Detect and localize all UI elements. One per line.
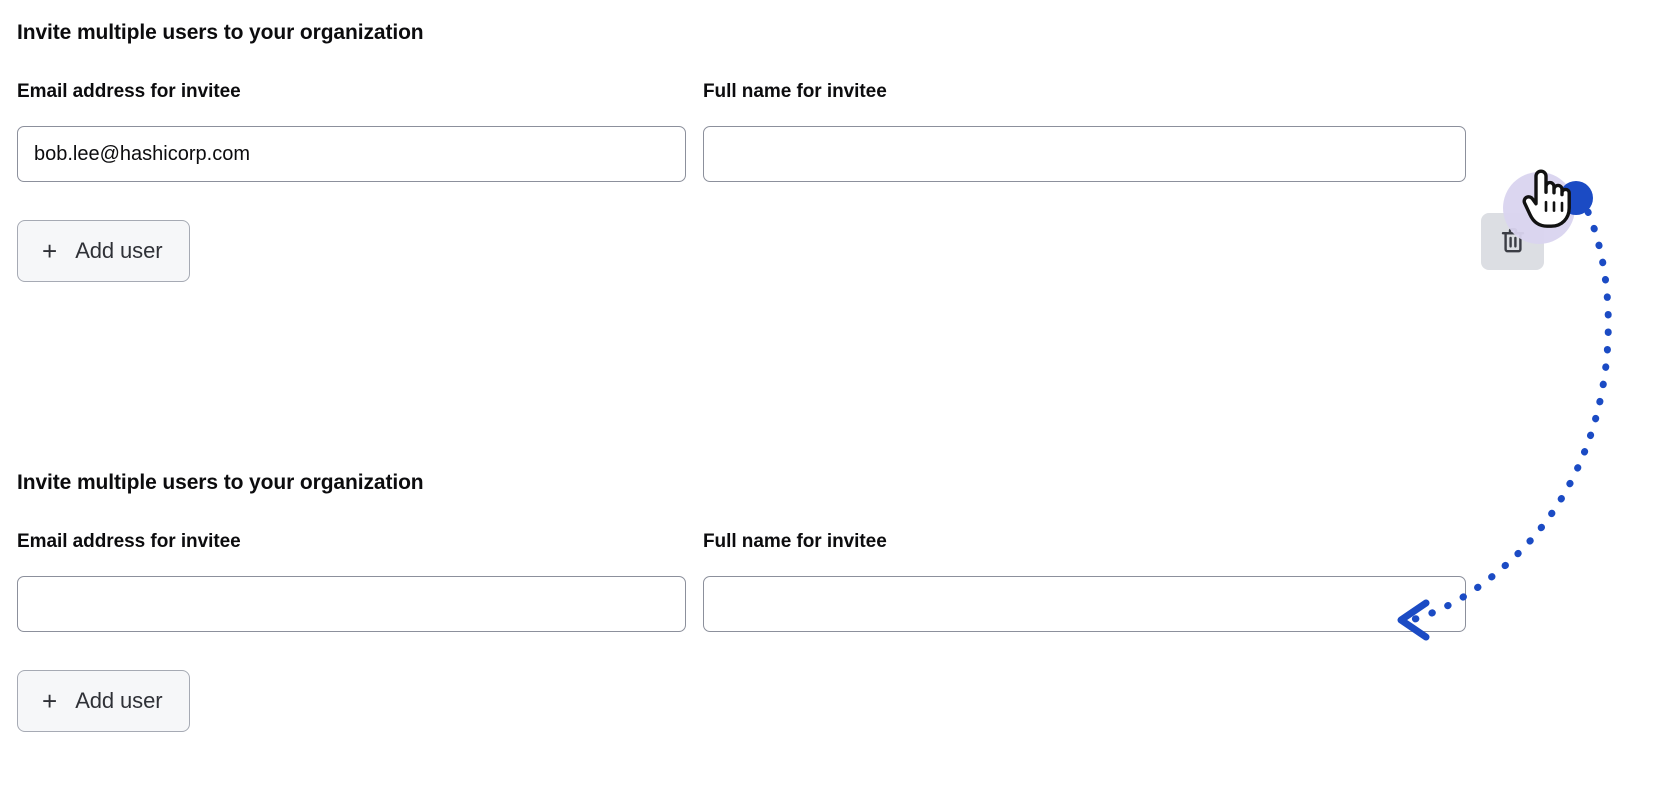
delete-invitee-button[interactable] (1481, 213, 1544, 270)
fullname-field-label: Full name for invitee (703, 81, 887, 102)
email-field-group-2: Email address for invitee (17, 530, 686, 632)
fullname-field-group-2: Full name for invitee (703, 530, 1466, 632)
fullname-input-2[interactable] (703, 576, 1466, 632)
email-input-2[interactable] (17, 576, 686, 632)
trash-icon (1500, 226, 1526, 257)
add-user-button-label: Add user (75, 238, 163, 263)
email-field-label-2: Email address for invitee (17, 531, 241, 552)
plus-icon: + (42, 236, 58, 266)
fullname-input[interactable] (703, 126, 1466, 182)
invitee-field-row: Email address for invitee Full name for … (0, 80, 1672, 270)
invitee-field-row-2: Email address for invitee Full name for … (0, 530, 1672, 640)
fullname-field-label-2: Full name for invitee (703, 531, 887, 552)
plus-icon-2: + (42, 686, 58, 716)
page-title: Invite multiple users to your organizati… (17, 21, 424, 44)
email-field-label: Email address for invitee (17, 81, 241, 102)
add-user-button-label-2: Add user (75, 688, 163, 713)
page-title-2: Invite multiple users to your organizati… (17, 471, 424, 494)
email-input[interactable] (17, 126, 686, 182)
add-user-button-2[interactable]: + Add user (17, 670, 191, 732)
add-user-button[interactable]: + Add user (17, 220, 191, 282)
email-field-group: Email address for invitee (17, 80, 686, 182)
fullname-field-group: Full name for invitee (703, 80, 1466, 182)
